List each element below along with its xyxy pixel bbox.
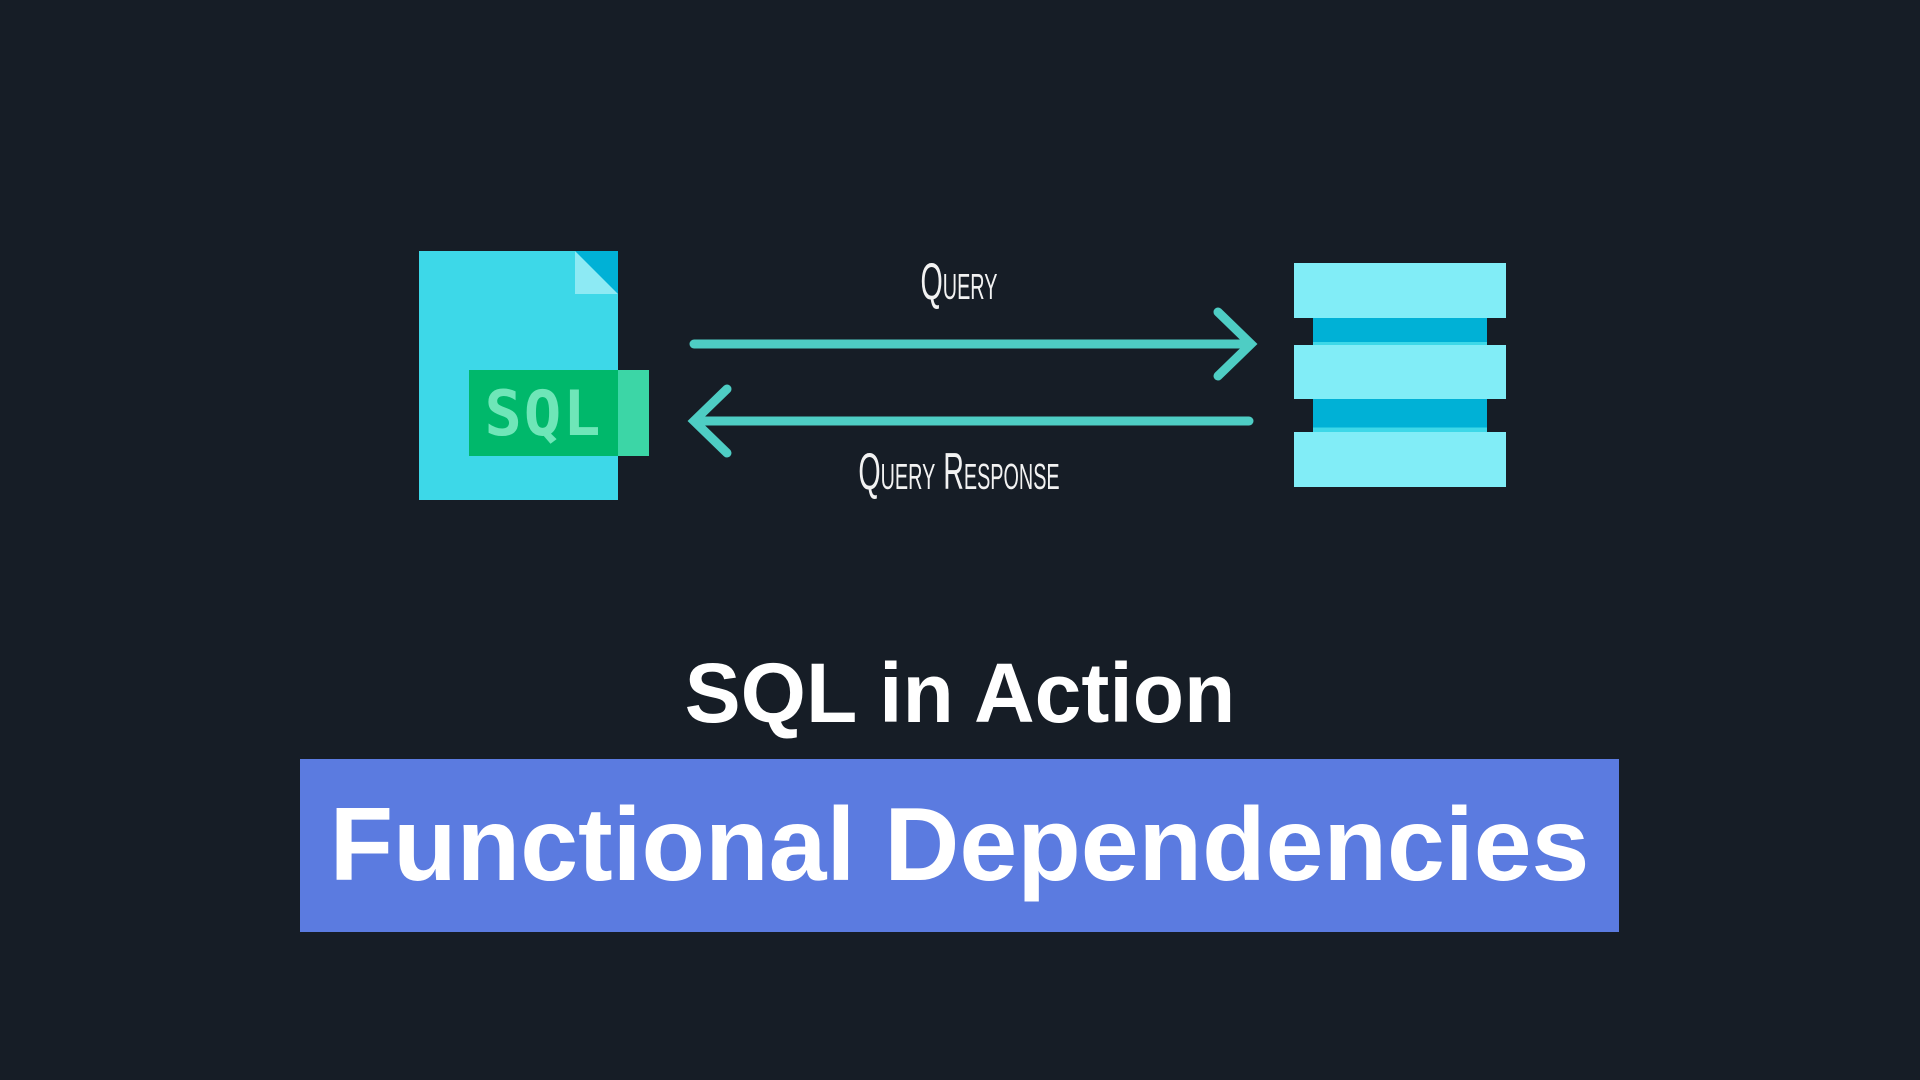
database-disk [1294,263,1506,318]
response-arrow-icon [687,384,1254,458]
query-response-label: Query Response [858,443,1060,501]
sql-badge: SQL [469,370,618,456]
file-fold-highlight [575,251,618,294]
title-banner: Functional Dependencies [300,759,1619,932]
subtitle: SQL in Action [684,646,1236,740]
query-label: Query [920,253,998,311]
query-arrow-icon [689,307,1258,381]
database-disk [1294,432,1506,487]
sql-badge-tab [618,370,649,456]
database-disk [1294,345,1506,399]
